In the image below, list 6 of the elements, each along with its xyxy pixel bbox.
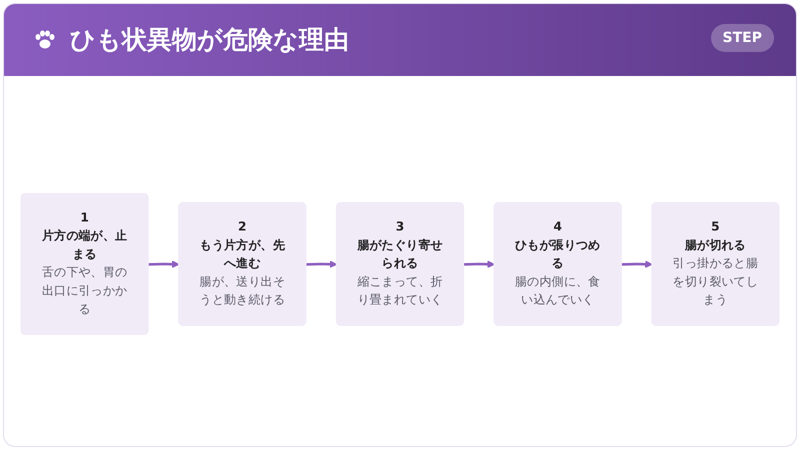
arrow: [622, 260, 653, 268]
arrow: [148, 260, 180, 268]
title: ひも状異物が危険な理由: [70, 24, 349, 56]
arrow: [464, 260, 495, 268]
arrow: [306, 260, 338, 268]
step-badge: STEP: [710, 24, 774, 52]
